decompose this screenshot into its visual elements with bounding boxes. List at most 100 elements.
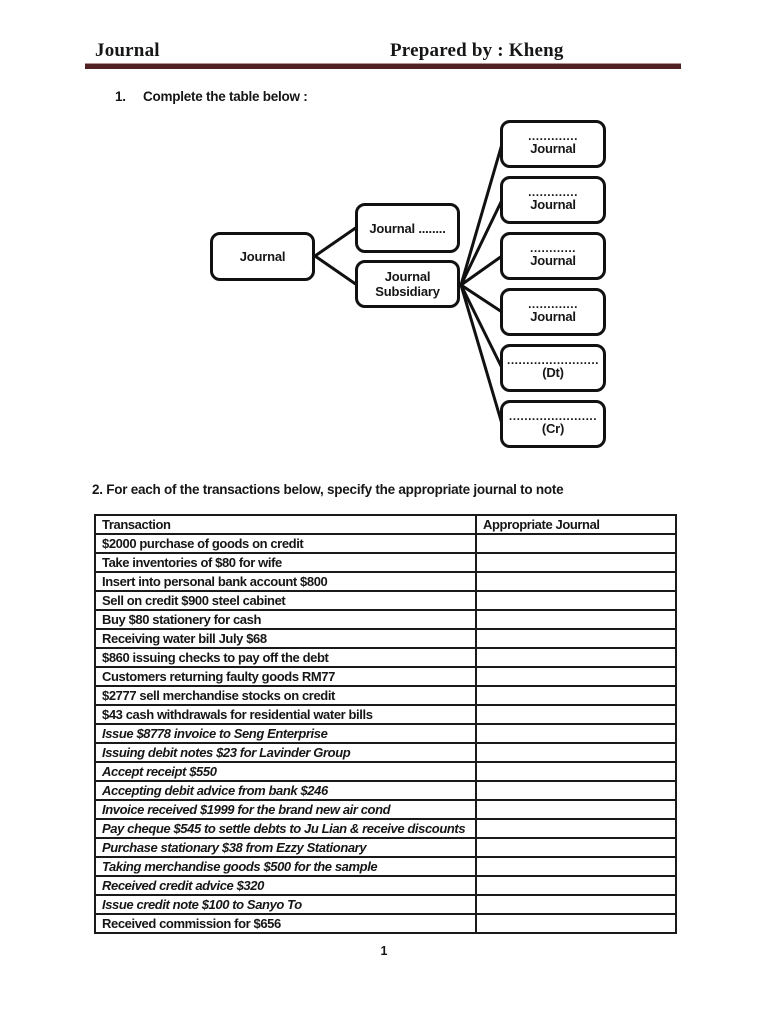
table-row: Accepting debit advice from bank $246 [94,780,677,801]
col-header-appropriate-journal: Appropriate Journal [475,514,677,535]
transaction-cell: Take inventories of $80 for wife [94,552,477,573]
table-row: Issue $8778 invoice to Seng Enterprise [94,723,677,744]
table-row: Sell on credit $900 steel cabinet [94,590,677,611]
appropriate-journal-blank-cell [475,780,677,801]
table-row: Received commission for $656 [94,913,677,934]
box-label: Journal [384,269,431,284]
diagram-connectors [313,142,504,426]
table-row: Purchase stationary $38 from Ezzy Statio… [94,837,677,858]
appropriate-journal-blank-cell [475,723,677,744]
table-row: Take inventories of $80 for wife [94,552,677,573]
transaction-cell: $860 issuing checks to pay off the debt [94,647,477,668]
box-label: Journal [530,309,576,324]
appropriate-journal-blank-cell [475,628,677,649]
appropriate-journal-blank-cell [475,894,677,915]
transaction-cell: $2000 purchase of goods on credit [94,533,477,554]
transaction-cell: Pay cheque $545 to settle debts to Ju Li… [94,818,477,839]
transaction-cell: Customers returning faulty goods RM77 [94,666,477,687]
transaction-cell: Purchase stationary $38 from Ezzy Statio… [94,837,477,858]
appropriate-journal-blank-cell [475,875,677,896]
diagram-box-journal-root: Journal [210,232,315,281]
appropriate-journal-blank-cell [475,533,677,554]
diagram-box-journal-subsidiary: Journal Subsidiary [355,260,460,308]
table-row: Customers returning faulty goods RM77 [94,666,677,687]
dotted-blank: ............ [529,241,576,255]
table-row: Buy $80 stationery for cash [94,609,677,630]
table-row: $2000 purchase of goods on credit [94,533,677,554]
appropriate-journal-blank-cell [475,742,677,763]
box-label: Subsidiary [375,284,440,299]
table-row: Accept receipt $550 [94,761,677,782]
transaction-cell: Issue credit note $100 to Sanyo To [94,894,477,915]
appropriate-journal-blank-cell [475,704,677,725]
q2-instruction: 2. For each of the transactions below, s… [92,482,564,497]
dotted-blank: ............. [528,185,578,199]
appropriate-journal-blank-cell [475,856,677,877]
header-rule [85,63,681,69]
transaction-cell: Received credit advice $320 [94,875,477,896]
journal-types-diagram: Journal Journal ........ Journal Subsidi… [200,115,620,460]
appropriate-journal-blank-cell [475,609,677,630]
appropriate-journal-blank-cell [475,837,677,858]
transaction-cell: Insert into personal bank account $800 [94,571,477,592]
transaction-cell: Issuing debit notes $23 for Lavinder Gro… [94,742,477,763]
appropriate-journal-blank-cell [475,799,677,820]
table-row: Insert into personal bank account $800 [94,571,677,592]
table-row: Receiving water bill July $68 [94,628,677,649]
table-row: $43 cash withdrawals for residential wat… [94,704,677,725]
table-row: $860 issuing checks to pay off the debt [94,647,677,668]
transactions-table: Transaction Appropriate Journal $2000 pu… [94,514,677,934]
transaction-cell: Receiving water bill July $68 [94,628,477,649]
appropriate-journal-blank-cell [475,552,677,573]
header-prepared-by: Prepared by : Kheng [390,40,564,61]
box-label: Journal [239,249,286,264]
transaction-cell: Issue $8778 invoice to Seng Enterprise [94,723,477,744]
box-label: Journal [530,253,576,268]
transaction-cell: $43 cash withdrawals for residential wat… [94,704,477,725]
transaction-cell: Invoice received $1999 for the brand new… [94,799,477,820]
header-title: Journal [95,40,160,61]
table-row: Invoice received $1999 for the brand new… [94,799,677,820]
appropriate-journal-blank-cell [475,571,677,592]
box-label: (Dt) [542,365,564,380]
appropriate-journal-blank-cell [475,666,677,687]
col-header-transaction: Transaction [94,514,477,535]
appropriate-journal-blank-cell [475,647,677,668]
table-row: Pay cheque $545 to settle debts to Ju Li… [94,818,677,839]
diagram-box-journal-blank-3: ............Journal [500,232,606,280]
box-label: Journal [530,141,576,156]
transaction-cell: Accepting debit advice from bank $246 [94,780,477,801]
table-row: Taking merchandise goods $500 for the sa… [94,856,677,877]
diagram-box-journal-blank: Journal ........ [355,203,460,253]
table-row: Issuing debit notes $23 for Lavinder Gro… [94,742,677,763]
diagram-box-journal-blank-1: .............Journal [500,120,606,168]
table-row: Issue credit note $100 to Sanyo To [94,894,677,915]
appropriate-journal-blank-cell [475,761,677,782]
diagram-box-dt-blank: ........................(Dt) [500,344,606,392]
appropriate-journal-blank-cell [475,913,677,934]
diagram-box-journal-blank-2: .............Journal [500,176,606,224]
table-header-row: Transaction Appropriate Journal [94,514,677,535]
appropriate-journal-blank-cell [475,818,677,839]
dotted-blank: ............. [528,129,578,143]
table-row: $2777 sell merchandise stocks on credit [94,685,677,706]
dotted-blank: ........................ [506,353,599,367]
transaction-cell: $2777 sell merchandise stocks on credit [94,685,477,706]
box-label: Journal [530,197,576,212]
dotted-blank: ....................... [508,409,598,423]
q1-number: 1. [115,89,126,104]
box-label: Journal ........ [369,220,446,236]
q1-instruction: Complete the table below : [143,89,308,104]
page-number: 1 [380,944,388,958]
transaction-cell: Sell on credit $900 steel cabinet [94,590,477,611]
transaction-cell: Buy $80 stationery for cash [94,609,477,630]
transaction-cell: Accept receipt $550 [94,761,477,782]
table-row: Received credit advice $320 [94,875,677,896]
appropriate-journal-blank-cell [475,590,677,611]
diagram-box-journal-blank-4: .............Journal [500,288,606,336]
diagram-box-cr-blank: .......................(Cr) [500,400,606,448]
transaction-cell: Received commission for $656 [94,913,477,934]
transaction-cell: Taking merchandise goods $500 for the sa… [94,856,477,877]
